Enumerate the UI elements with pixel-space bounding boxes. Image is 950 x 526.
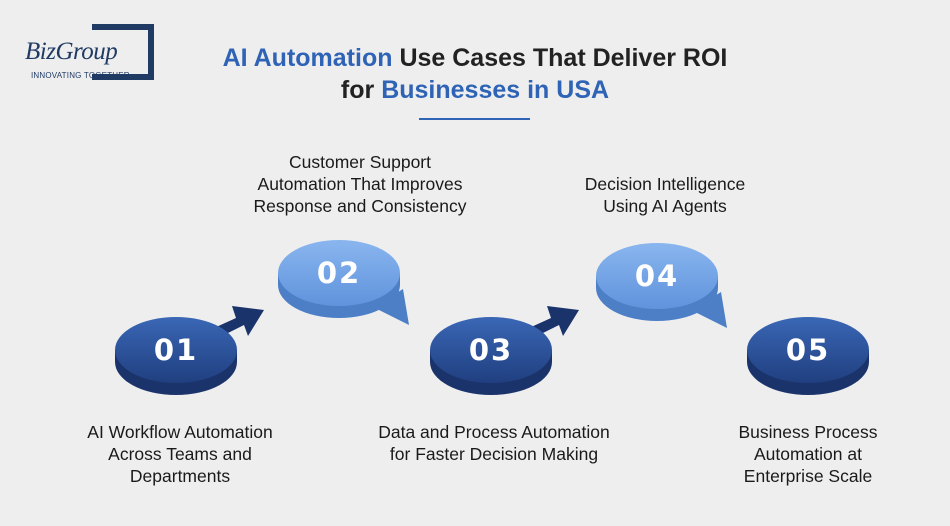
step-4-disc bbox=[596, 243, 718, 309]
step-4-label: Decision Intelligence Using AI Agents bbox=[540, 173, 790, 217]
step-1-arrow bbox=[214, 306, 264, 336]
step-4-line: Using AI Agents bbox=[603, 196, 727, 216]
title-prefix-2: for bbox=[340, 76, 382, 104]
step-2-line: Automation That Improves bbox=[257, 174, 463, 194]
step-5-line: Automation at bbox=[754, 444, 862, 464]
title-underline bbox=[419, 118, 530, 120]
title-line-2: for Businesses in USA bbox=[0, 74, 950, 106]
step-1-line: AI Workflow Automation bbox=[87, 422, 273, 442]
step-3-line: for Faster Decision Making bbox=[389, 444, 599, 464]
bizgroup-logo: BizGroup INNOVATING TOGETHER bbox=[25, 24, 157, 84]
step-1-line: Departments bbox=[129, 466, 231, 486]
step-2-disc bbox=[278, 240, 400, 306]
step-3-disc bbox=[430, 317, 552, 383]
step-4-number: 04 bbox=[635, 259, 679, 293]
logo-frame bbox=[92, 24, 154, 80]
step-3-line: Data and Process Automation bbox=[378, 422, 610, 442]
title-highlight-2: Businesses in USA bbox=[381, 76, 610, 104]
step-1-number: 01 bbox=[154, 333, 198, 367]
logo-name: BizGroup bbox=[25, 38, 118, 65]
step-3-label: Data and Process Automation for Faster D… bbox=[344, 421, 644, 465]
step-3-number: 03 bbox=[469, 333, 513, 367]
step-5-label: Business Process Automation at Enterpris… bbox=[708, 421, 908, 487]
title-rest-1: Use Cases That Deliver ROI bbox=[392, 44, 728, 72]
title-line-1: AI Automation Use Cases That Deliver ROI bbox=[0, 42, 950, 74]
step-2-line: Customer Support bbox=[288, 152, 431, 172]
step-5-line: Enterprise Scale bbox=[743, 466, 873, 486]
step-3-arrow bbox=[529, 306, 579, 336]
step-1-line: Across Teams and bbox=[108, 444, 252, 464]
title-highlight-1: AI Automation bbox=[222, 44, 393, 72]
step-2-line: Response and Consistency bbox=[253, 196, 467, 216]
step-5-disc bbox=[747, 317, 869, 383]
step-1-disc bbox=[115, 317, 237, 383]
step-2-label: Customer Support Automation That Improve… bbox=[210, 151, 510, 217]
step-2-number: 02 bbox=[317, 256, 361, 290]
step-4-line: Decision Intelligence bbox=[584, 174, 746, 194]
page-title: AI Automation Use Cases That Deliver ROI… bbox=[0, 42, 950, 106]
logo-tagline: INNOVATING TOGETHER bbox=[31, 71, 130, 80]
step-5-number: 05 bbox=[786, 333, 830, 367]
step-5-line: Business Process bbox=[738, 422, 878, 442]
step-1-label: AI Workflow Automation Across Teams and … bbox=[60, 421, 300, 487]
